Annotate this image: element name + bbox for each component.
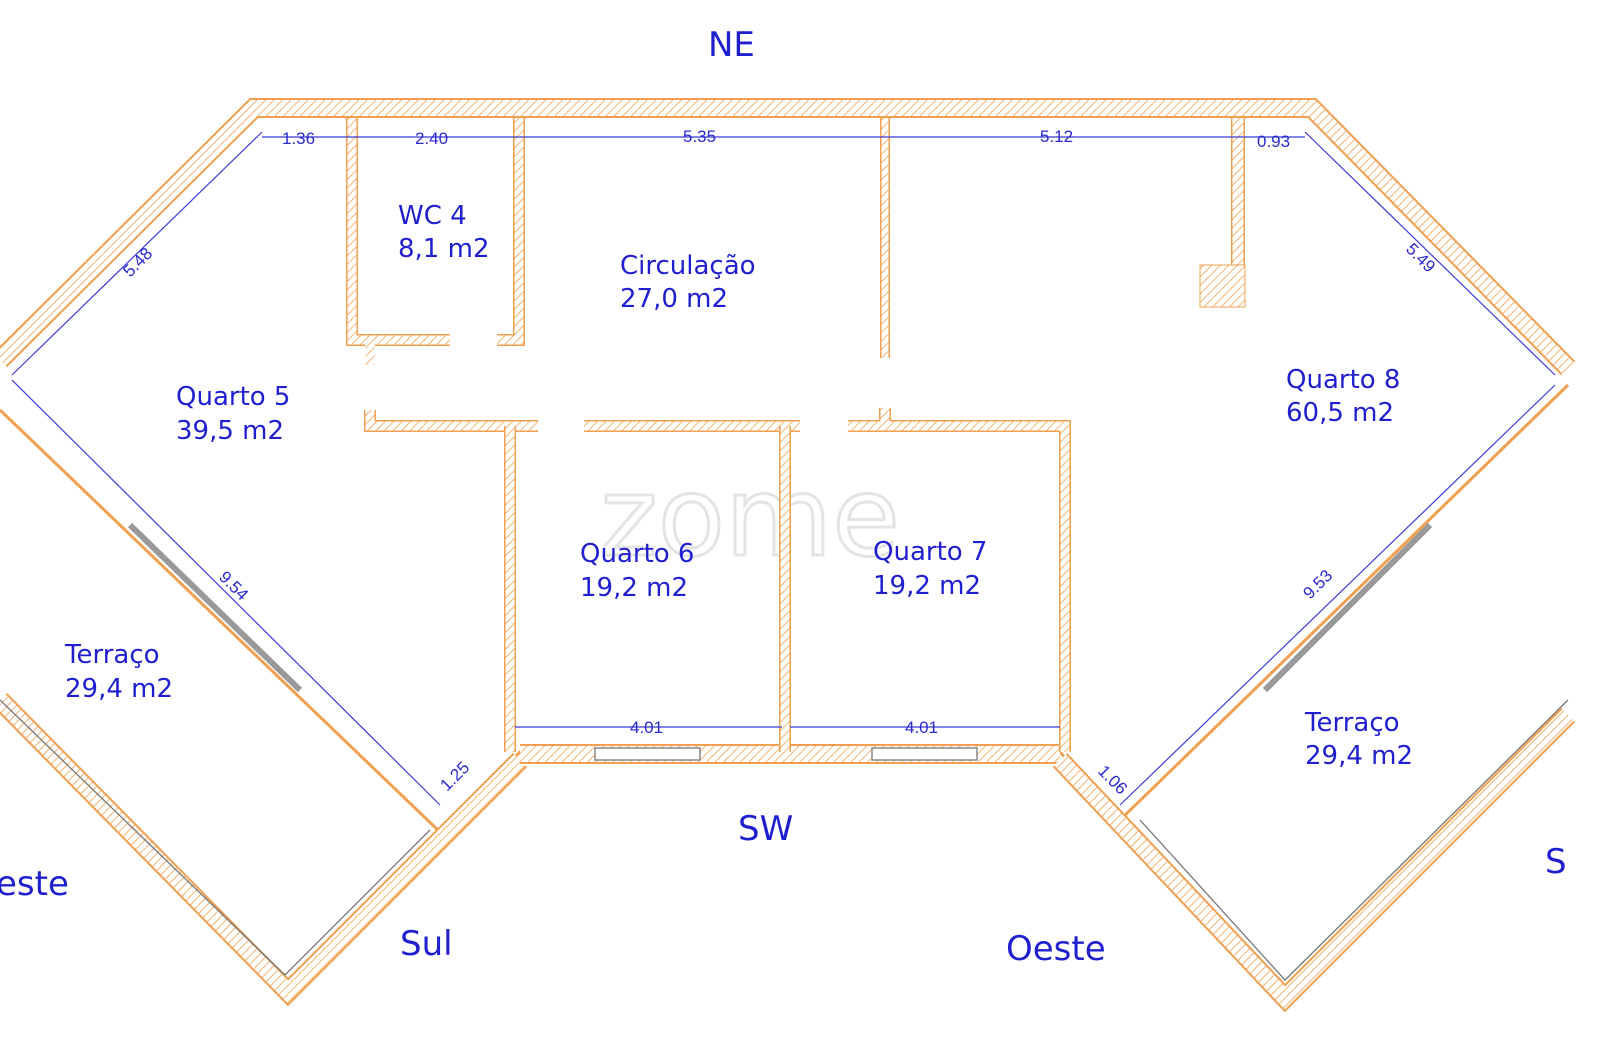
room-name-wc4: WC 4 <box>398 201 467 231</box>
room-area-quarto5: 39,5 m2 <box>176 416 284 446</box>
dim-left-long: 9.54 <box>215 567 252 604</box>
dimension-lines <box>11 131 1556 806</box>
room-name-quarto5: Quarto 5 <box>176 382 290 412</box>
room-area-terraco-right: 29,4 m2 <box>1305 741 1413 771</box>
room-area-quarto6: 19,2 m2 <box>580 573 688 603</box>
dim-top-2: 2.40 <box>415 129 448 148</box>
dim-quarto7: 4.01 <box>905 718 938 737</box>
dim-top-5: 0.93 <box>1257 132 1290 151</box>
dim-top-1: 1.36 <box>282 129 315 148</box>
orientation-sw: SW <box>738 809 793 849</box>
orientation-ne: NE <box>708 25 755 65</box>
orientation-oeste: Oeste <box>1006 929 1106 969</box>
dim-quarto6: 4.01 <box>630 718 663 737</box>
orientation-right-edge: S <box>1545 842 1567 882</box>
orientation-sul: Sul <box>400 924 453 964</box>
room-name-terraco-left: Terraço <box>64 640 160 670</box>
watermark-logo: zome <box>600 453 900 581</box>
dim-top-3: 5.35 <box>683 127 716 146</box>
dim-left-small: 1.25 <box>436 758 473 795</box>
room-name-circulacao: Circulação <box>620 251 756 281</box>
room-area-wc4: 8,1 m2 <box>398 234 489 264</box>
room-name-terraco-right: Terraço <box>1304 708 1400 738</box>
orientation-labels: NE SW Sul Oeste este S <box>0 25 1567 969</box>
dim-top-4: 5.12 <box>1040 127 1073 146</box>
dim-right-long: 9.53 <box>1299 566 1336 603</box>
room-name-quarto6: Quarto 6 <box>580 539 694 569</box>
orientation-left-edge: este <box>0 864 69 904</box>
room-area-terraco-left: 29,4 m2 <box>65 674 173 704</box>
room-area-circulacao: 27,0 m2 <box>620 284 728 314</box>
room-name-quarto7: Quarto 7 <box>873 537 987 567</box>
room-area-quarto8: 60,5 m2 <box>1286 398 1394 428</box>
room-name-quarto8: Quarto 8 <box>1286 365 1400 395</box>
room-labels: WC 4 8,1 m2 Circulação 27,0 m2 Quarto 5 … <box>64 201 1413 771</box>
walls <box>0 98 1576 1013</box>
room-area-quarto7: 19,2 m2 <box>873 571 981 601</box>
